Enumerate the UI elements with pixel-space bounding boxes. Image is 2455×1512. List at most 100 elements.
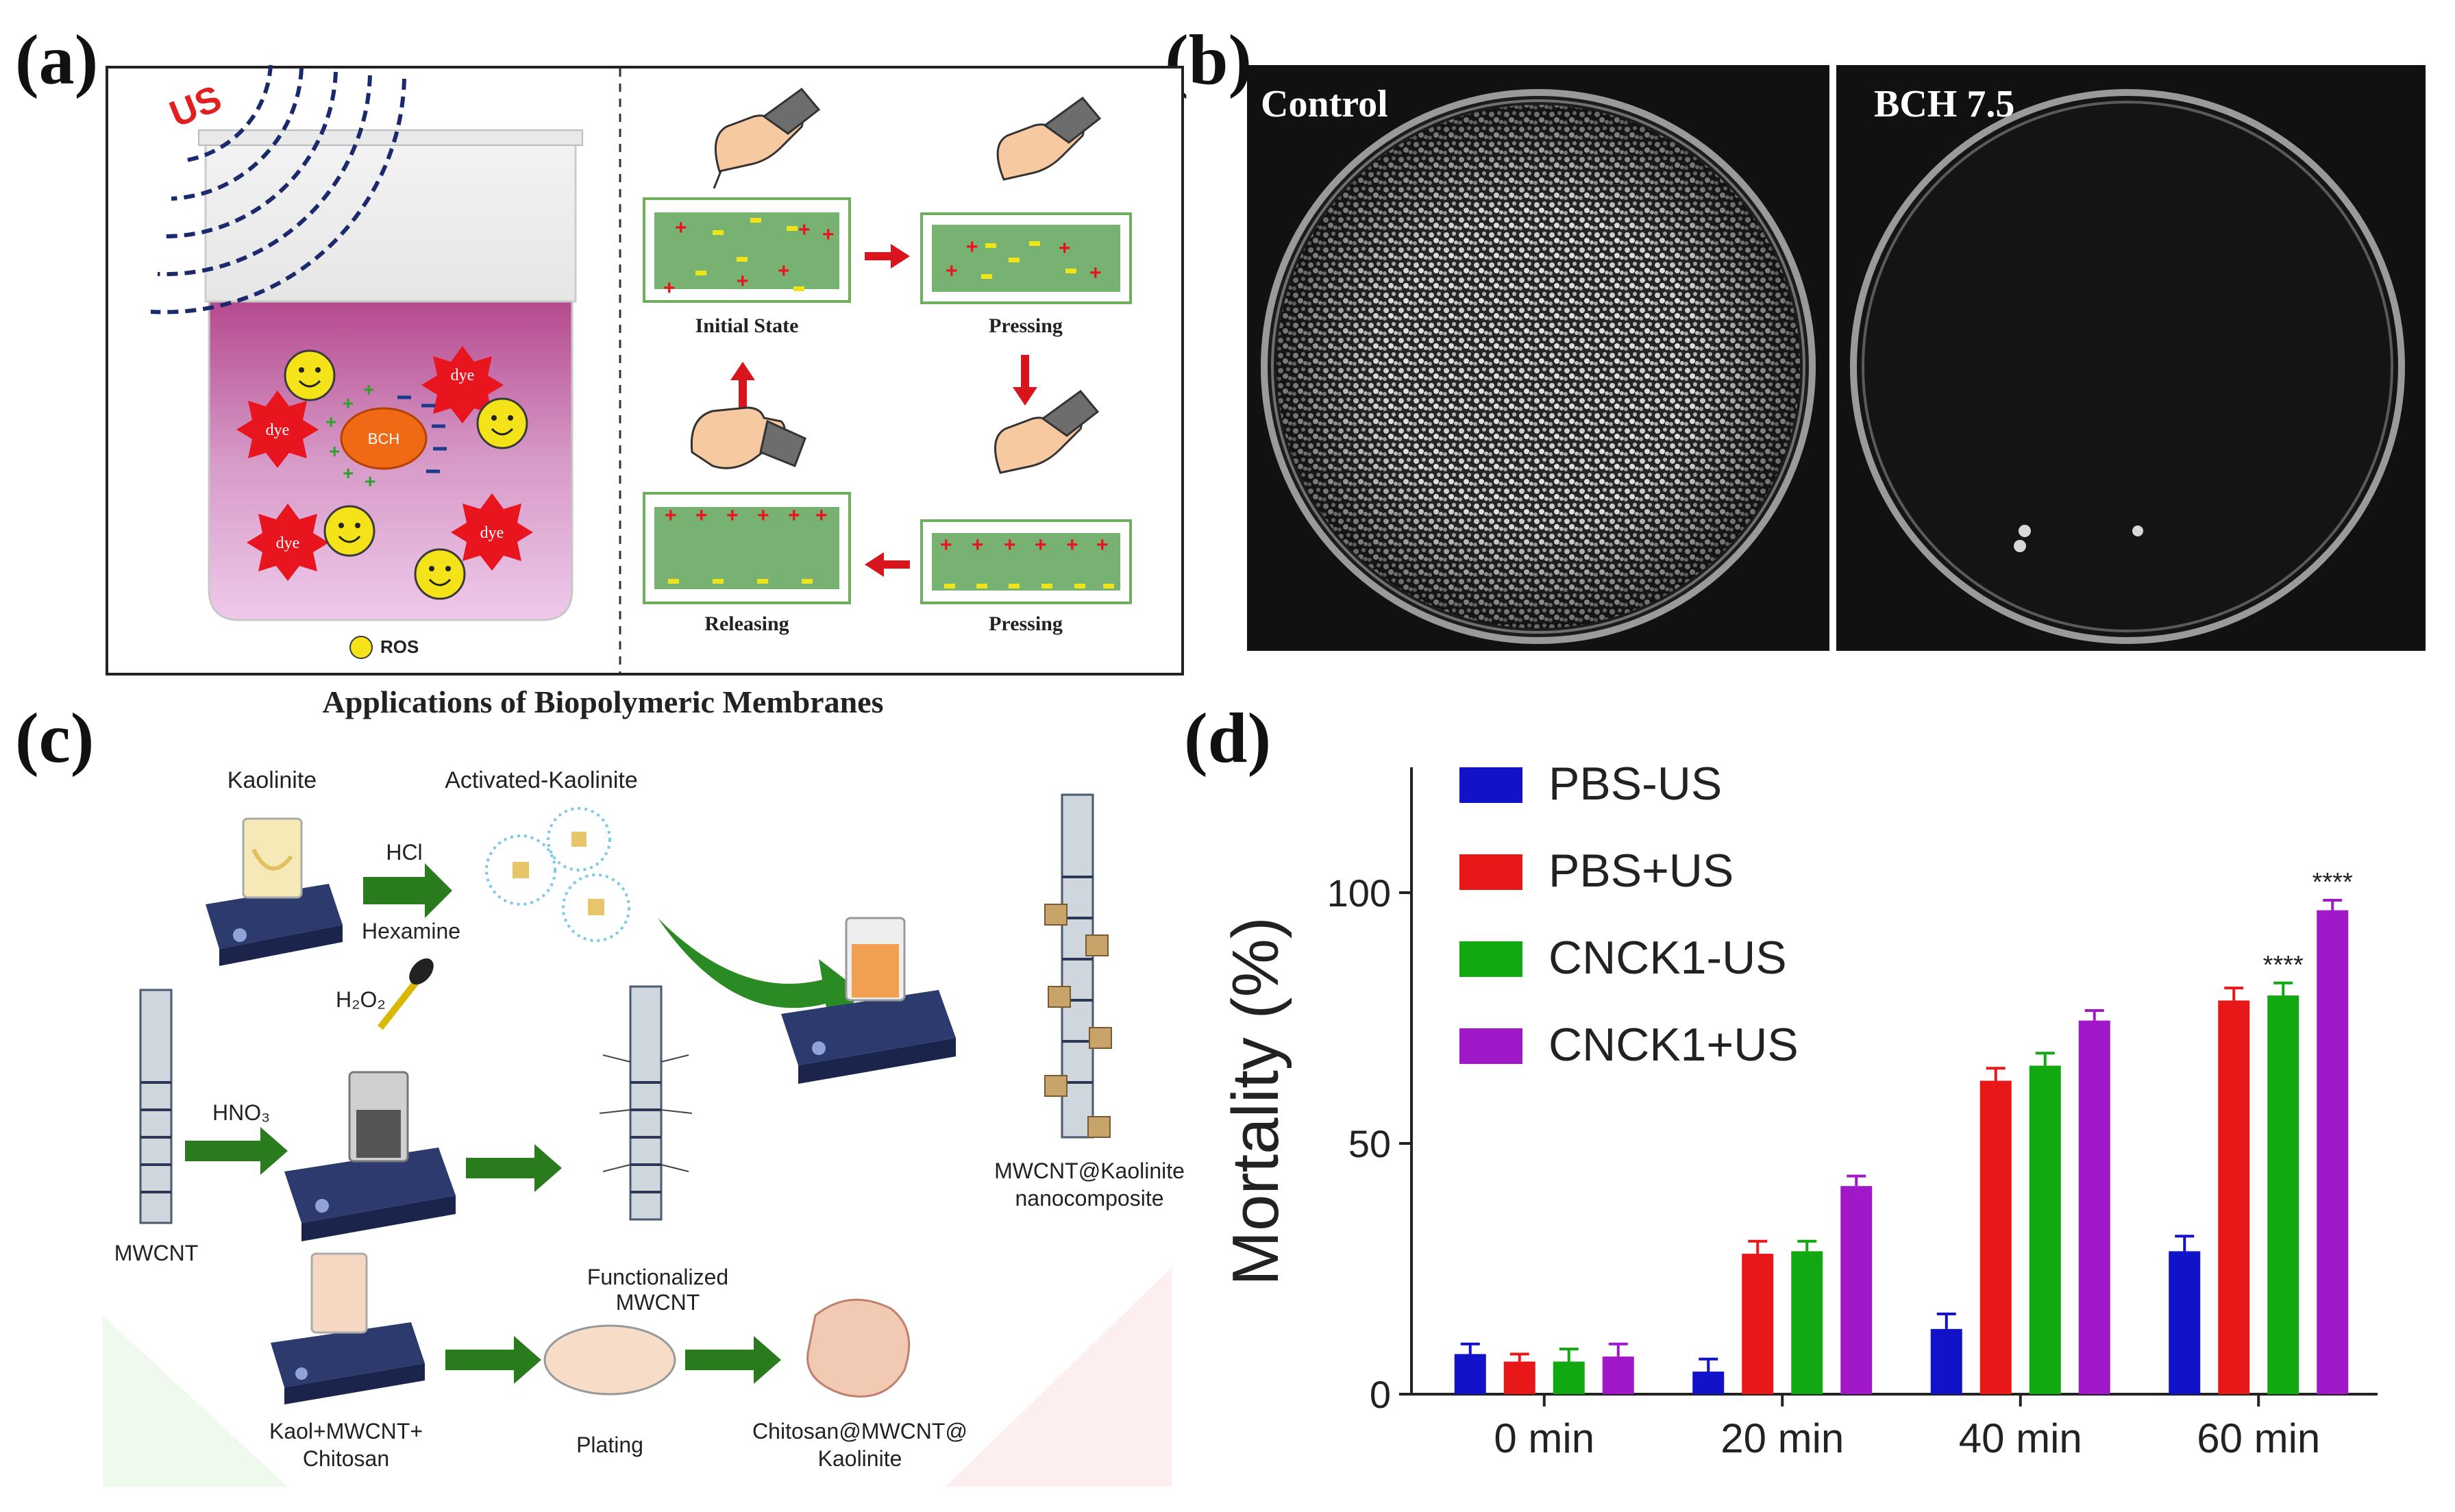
arrow-icon: [363, 863, 452, 918]
hexamine-label: Hexamine: [362, 919, 460, 943]
svg-text:+: +: [325, 411, 336, 432]
panel-letter-c: (c): [15, 699, 95, 778]
significance-annotation: ****: [2312, 868, 2353, 897]
svg-text:+: +: [972, 534, 984, 556]
dye-stars: [236, 346, 533, 581]
nanocomposite-label: nanocomposite: [1015, 1186, 1163, 1211]
pointing-hand-icon: [690, 406, 806, 469]
svg-text:+: +: [663, 277, 676, 299]
bar-cnck1-us: [1553, 1361, 1585, 1394]
y-tick-label: 0: [1370, 1373, 1391, 1416]
hcl-label: HCl: [386, 840, 422, 865]
curved-arrow-icon: [658, 918, 863, 1024]
svg-text:+: +: [815, 504, 828, 527]
bar-cnck1-us: [2078, 1020, 2110, 1394]
bar-cnck1-us: [2267, 995, 2299, 1394]
activated-kaolinite-label: Activated-Kaolinite: [445, 767, 638, 793]
svg-text:+: +: [966, 236, 978, 258]
panel-a-caption: Applications of Biopolymeric Membranes: [323, 684, 884, 719]
svg-text:+: +: [343, 462, 354, 484]
functionalized-mwcnt-label: MWCNT: [616, 1290, 700, 1315]
svg-text:+: +: [365, 471, 375, 492]
arrow-icon: [185, 1127, 288, 1175]
svg-text:+: +: [788, 504, 800, 527]
bar-cnck1-us: [1840, 1186, 1873, 1394]
state-initial-label: Initial State: [695, 314, 799, 337]
panel-a: US dye dye dye dye BCH +++ +++ ROS: [106, 64, 1184, 719]
chitosan-composite-label: Chitosan@MWCNT@: [752, 1419, 967, 1443]
mwcnt-label: MWCNT: [114, 1241, 199, 1265]
bar-pbs-us: [1692, 1372, 1725, 1394]
legend-swatch: [1459, 1028, 1522, 1064]
legend-label: PBS+US: [1549, 845, 1734, 897]
state-pressing-label: Pressing: [989, 612, 1063, 635]
bch-particle: [340, 407, 428, 470]
svg-text:+: +: [363, 379, 374, 400]
pointing-hand-icon: [713, 87, 821, 189]
state-releasing-label: Releasing: [704, 612, 789, 635]
svg-text:+: +: [343, 393, 354, 414]
hno3-label: HNO₃: [212, 1100, 270, 1125]
membrane-cycle: +++ +++ ++++ ++++++ ++++++: [643, 87, 1132, 604]
ros-smiley-icons: [284, 349, 528, 600]
stirrer-composite: [781, 917, 956, 1084]
svg-text:+: +: [946, 260, 958, 282]
y-tick-label: 50: [1348, 1122, 1391, 1165]
legend-swatch: [1459, 767, 1522, 803]
arrow-icon: [445, 1336, 541, 1384]
svg-text:+: +: [695, 504, 708, 527]
y-axis-label: Mortality (%): [1219, 917, 1292, 1286]
x-tick-label: 40 min: [1959, 1415, 2082, 1461]
ultrasound-waves-icon: [150, 64, 406, 314]
legend-swatch: [1459, 854, 1522, 890]
mwcnt-icon: [139, 989, 173, 1224]
svg-text:+: +: [726, 504, 739, 527]
pointing-hand-icon: [996, 96, 1102, 181]
bch-label: BCH: [368, 430, 399, 447]
mwcnt-kaolinite-composite-icon: [1044, 793, 1112, 1139]
activated-kaolinite-icon: [485, 807, 630, 942]
panel-b: Control BCH 7.5: [1247, 65, 2426, 651]
bar-cnck1-us: [2029, 1065, 2061, 1394]
svg-text:+: +: [940, 534, 952, 556]
svg-text:+: +: [778, 260, 790, 282]
x-tick-label: 60 min: [2197, 1415, 2320, 1461]
plating-label: Plating: [576, 1433, 643, 1457]
legend-label: PBS-US: [1549, 758, 1722, 810]
bch-petri-dish: [1850, 89, 2405, 644]
kaol-mixture-label: Kaol+MWCNT+: [269, 1419, 423, 1443]
svg-text:+: +: [737, 270, 749, 293]
svg-text:+: +: [1059, 237, 1071, 260]
stirrer-chitosan: [271, 1252, 425, 1404]
membrane-film-icon: [806, 1298, 911, 1398]
bar-pbs-us: [1503, 1361, 1535, 1394]
composite-label: MWCNT@Kaolinite: [994, 1158, 1185, 1183]
dye-label: dye: [480, 524, 504, 542]
h2o2-label: H₂O₂: [336, 987, 386, 1012]
stirrer-kaolinite: [206, 817, 343, 966]
functionalized-label: Functionalized: [587, 1265, 728, 1289]
dye-label: dye: [266, 421, 290, 439]
ros-legend-label: ROS: [380, 636, 419, 657]
stirrer-hno3: [284, 958, 456, 1241]
panel-c: Kaolinite Activated-Kaolinite HCl Hexami…: [103, 767, 1185, 1487]
bar-cnck1-us: [2317, 910, 2349, 1394]
bar-cnck1-us: [1602, 1356, 1634, 1394]
svg-text:+: +: [798, 219, 811, 241]
bar-pbs-us: [2169, 1251, 2201, 1394]
arrow-icon: [685, 1336, 781, 1384]
svg-text:+: +: [822, 223, 835, 246]
functionalized-mwcnt-icon: [599, 985, 693, 1221]
bar-pbs-us: [1979, 1080, 2012, 1394]
svg-text:+: +: [1066, 534, 1078, 556]
svg-text:+: +: [1004, 534, 1016, 556]
dye-label: dye: [451, 367, 475, 384]
bch-label: BCH 7.5: [1874, 83, 2014, 125]
bar-pbs-us: [1930, 1328, 1962, 1394]
svg-text:+: +: [757, 504, 769, 527]
pointing-hand-icon: [994, 389, 1100, 474]
svg-text:+: +: [675, 216, 687, 239]
chitosan-label: Chitosan: [303, 1446, 389, 1471]
legend-swatch: [1459, 941, 1522, 977]
